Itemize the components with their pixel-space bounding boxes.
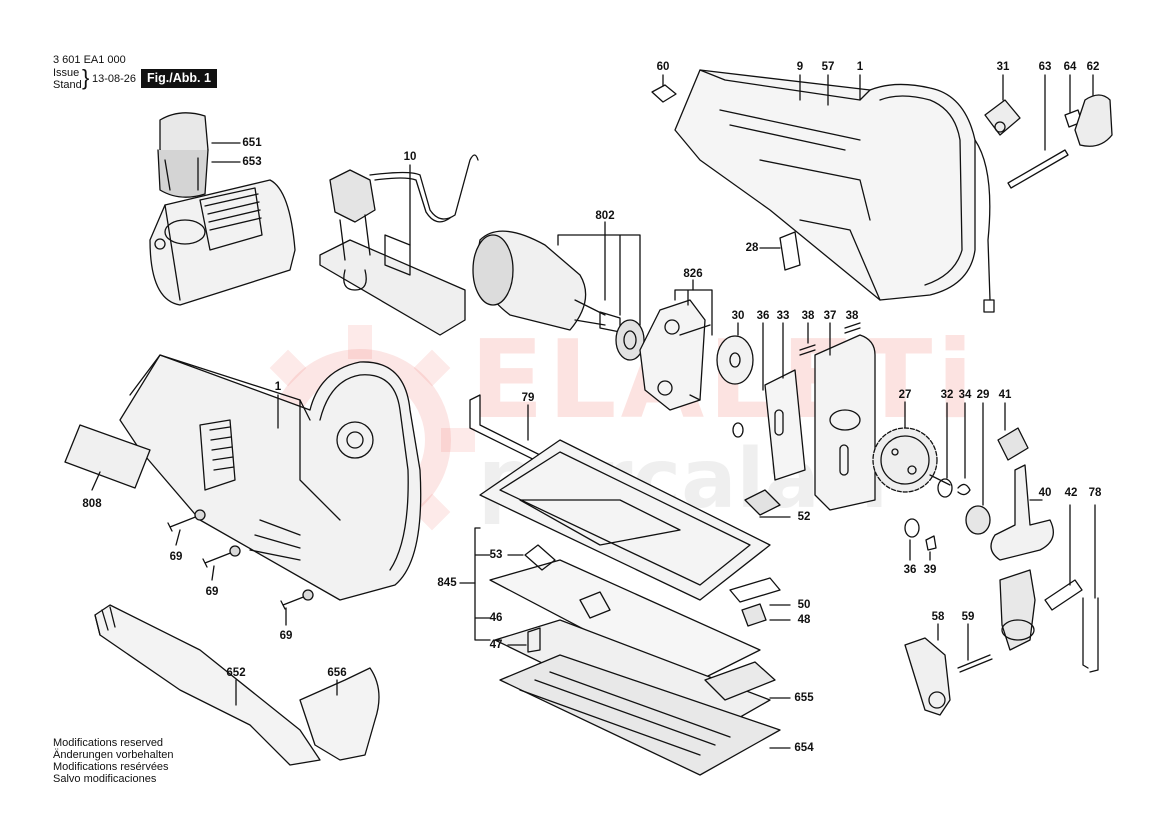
lever-62 bbox=[1074, 94, 1113, 147]
callout-37: 37 bbox=[823, 310, 837, 322]
callout-69-top: 69 bbox=[169, 551, 183, 563]
callout-845: 845 bbox=[437, 577, 457, 589]
clip-part-60 bbox=[651, 84, 677, 103]
callout-27: 27 bbox=[898, 389, 912, 401]
callout-36-top: 36 bbox=[756, 310, 770, 322]
callout-60: 60 bbox=[656, 61, 670, 73]
brace-glyph: } bbox=[82, 65, 90, 90]
plunger-lever-40 bbox=[990, 464, 1054, 651]
callout-59: 59 bbox=[961, 611, 975, 623]
callout-47: 47 bbox=[489, 639, 503, 651]
modifications-line-es: Salvo modificaciones bbox=[53, 773, 157, 785]
callout-52: 52 bbox=[797, 511, 811, 523]
callout-656: 656 bbox=[327, 667, 347, 679]
screw bbox=[280, 589, 314, 610]
doc-number: 3 601 EA1 000 bbox=[53, 54, 126, 66]
callout-1-top: 1 bbox=[856, 61, 864, 73]
callout-63: 63 bbox=[1038, 61, 1052, 73]
callout-38-right: 38 bbox=[845, 310, 859, 322]
callout-39: 39 bbox=[923, 564, 937, 576]
extraction-hose-adapter bbox=[94, 604, 321, 766]
modifications-notice: Modifications reserved Änderungen vorbeh… bbox=[53, 737, 173, 785]
callout-655: 655 bbox=[794, 692, 814, 704]
callout-64: 64 bbox=[1063, 61, 1077, 73]
issue-date: 13-08-26 bbox=[92, 73, 137, 85]
modifications-line-de: Änderungen vorbehalten bbox=[53, 749, 174, 761]
callout-78: 78 bbox=[1088, 487, 1102, 499]
gear-27 bbox=[872, 427, 951, 493]
watermark-brand-top: ELALETi bbox=[470, 318, 978, 443]
callout-9: 9 bbox=[796, 61, 804, 73]
callout-38-left: 38 bbox=[801, 310, 815, 322]
callout-53: 53 bbox=[489, 549, 503, 561]
callout-802: 802 bbox=[595, 210, 615, 222]
battery-pack bbox=[157, 112, 209, 198]
screw bbox=[167, 509, 206, 532]
callout-41: 41 bbox=[998, 389, 1012, 401]
callout-30: 30 bbox=[731, 310, 745, 322]
screw bbox=[202, 545, 241, 568]
motor-bracket bbox=[639, 299, 711, 411]
callout-33: 33 bbox=[776, 310, 790, 322]
stand-label: Stand bbox=[53, 79, 82, 91]
callout-50: 50 bbox=[797, 599, 811, 611]
callout-808: 808 bbox=[82, 498, 102, 510]
callout-826: 826 bbox=[683, 268, 703, 280]
callout-651: 651 bbox=[242, 137, 262, 149]
guide-block-31 bbox=[984, 99, 1021, 136]
modifications-line-en: Modifications reserved bbox=[53, 737, 164, 749]
callout-40: 40 bbox=[1038, 487, 1052, 499]
callout-58: 58 bbox=[931, 611, 945, 623]
motor-assembly bbox=[472, 230, 645, 361]
callout-652: 652 bbox=[226, 667, 246, 679]
callout-653: 653 bbox=[242, 156, 262, 168]
figure-label: Fig./Abb. 1 bbox=[141, 69, 217, 88]
callout-28: 28 bbox=[745, 242, 759, 254]
label-sticker-808 bbox=[64, 424, 151, 489]
callout-31: 31 bbox=[996, 61, 1010, 73]
callout-46: 46 bbox=[489, 612, 503, 624]
housing-half-right bbox=[674, 69, 995, 313]
housing-half-left bbox=[119, 354, 422, 601]
callout-48: 48 bbox=[797, 614, 811, 626]
callout-34: 34 bbox=[958, 389, 972, 401]
callout-36-bottom: 36 bbox=[903, 564, 917, 576]
callout-57: 57 bbox=[821, 61, 835, 73]
callout-1-left: 1 bbox=[274, 381, 282, 393]
callout-69-bottom: 69 bbox=[279, 630, 293, 642]
battery-charger bbox=[149, 179, 296, 306]
callout-654: 654 bbox=[794, 742, 814, 754]
clip-28 bbox=[779, 231, 801, 271]
base-plate-assembly bbox=[479, 439, 781, 776]
callout-62: 62 bbox=[1086, 61, 1100, 73]
issue-label: Issue bbox=[53, 67, 80, 79]
switch-module bbox=[319, 154, 479, 336]
callout-69-middle: 69 bbox=[205, 586, 219, 598]
callout-79: 79 bbox=[521, 392, 535, 404]
dust-cap-656 bbox=[299, 667, 380, 761]
modifications-line-fr: Modifications resérvées bbox=[53, 761, 169, 773]
pin-63 bbox=[1007, 149, 1069, 189]
callout-42: 42 bbox=[1064, 487, 1078, 499]
callout-32: 32 bbox=[940, 389, 954, 401]
callout-10: 10 bbox=[403, 151, 417, 163]
callout-29: 29 bbox=[976, 389, 990, 401]
